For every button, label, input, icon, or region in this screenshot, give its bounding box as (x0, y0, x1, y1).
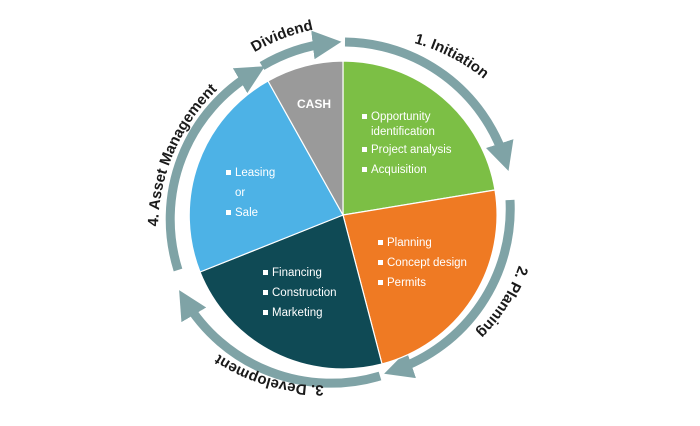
development-item: Construction (272, 287, 337, 299)
slice-planning (342, 189, 498, 365)
slice-asset-management (188, 80, 344, 273)
planning-item: Permits (387, 277, 426, 289)
initiation-item: Project analysis (371, 144, 452, 156)
arrow-planning-to-development (179, 290, 382, 388)
slice-cash (267, 60, 344, 218)
slice-initiation (342, 60, 496, 216)
planning-item: Concept design (387, 257, 467, 269)
asset-item: or (235, 187, 245, 199)
phase-label-initiation-path: 1. Initiation (413, 30, 492, 82)
bullet-marker (226, 170, 231, 175)
bullet-marker (362, 114, 367, 119)
arrow-development-to-asset (165, 66, 265, 272)
planning-bullets: Planning Concept design Permits (378, 237, 467, 289)
bullet-marker (226, 210, 231, 215)
asset-bullets: Leasing or Sale (226, 167, 275, 219)
bullet-marker (378, 280, 383, 285)
arrow-dividend-to-initiation (344, 37, 514, 171)
initiation-item: Opportunity (371, 111, 431, 123)
cycle-arrows (165, 30, 515, 388)
bullet-marker (263, 310, 268, 315)
bullet-marker (362, 147, 367, 152)
asset-item: Sale (235, 207, 258, 219)
bullet-marker (263, 270, 268, 275)
cash-label: CASH (297, 97, 331, 111)
phase-label-initiation: 1. Initiation (413, 30, 492, 82)
arrow-asset-to-dividend (259, 30, 342, 70)
initiation-item: Acquisition (371, 164, 427, 176)
asset-item: Leasing (235, 167, 275, 179)
slice-development (199, 214, 383, 370)
bullet-marker (263, 290, 268, 295)
arrow-initiation-to-planning (384, 199, 515, 379)
initiation-item: identification (371, 126, 435, 138)
development-item: Financing (272, 267, 322, 279)
bullet-marker (362, 167, 367, 172)
development-bullets: Financing Construction Marketing (263, 267, 337, 319)
pie (188, 60, 498, 370)
bullet-marker (378, 260, 383, 265)
bullet-marker (378, 240, 383, 245)
planning-item: Planning (387, 237, 432, 249)
development-item: Marketing (272, 307, 323, 319)
initiation-bullets: Opportunity identification Project analy… (362, 111, 452, 176)
